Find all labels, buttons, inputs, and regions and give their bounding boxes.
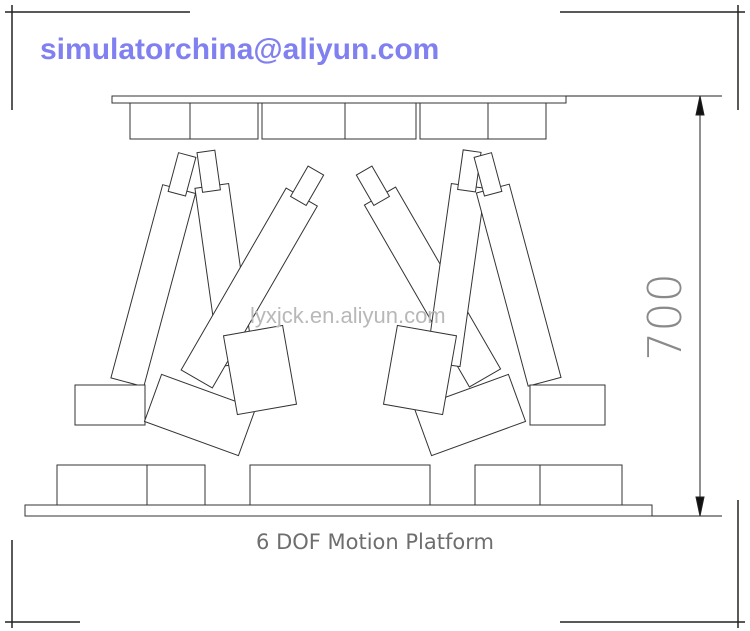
base-plate [24, 504, 653, 517]
dimension-line [566, 95, 722, 517]
top-plate [111, 95, 567, 104]
height-dimension-label: 700 [638, 273, 692, 361]
actuators [74, 149, 606, 457]
frame-corners [5, 5, 745, 628]
site-watermark: lyxjck.en.aliyun.com [250, 303, 446, 328]
bottom-mount-blocks [56, 464, 623, 506]
diagram-caption: 6 DOF Motion Platform [256, 530, 494, 554]
email-watermark: simulatorchina@aliyun.com [40, 33, 440, 66]
top-mount-blocks [129, 102, 547, 140]
